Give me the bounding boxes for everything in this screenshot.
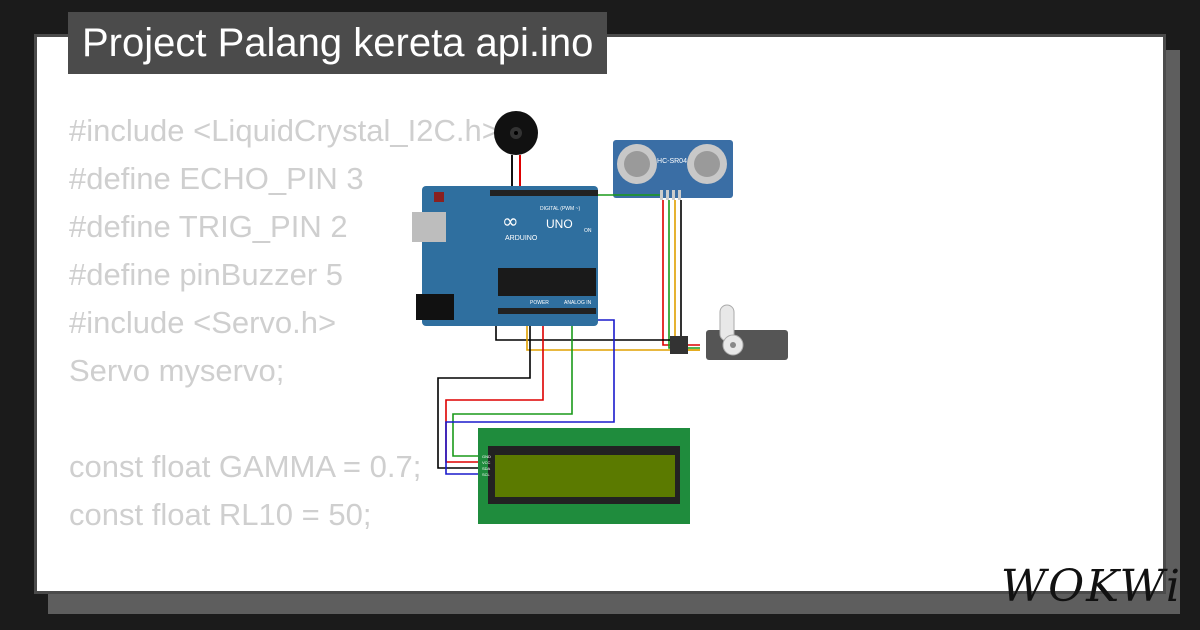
arduino-analog-label: ANALOG IN: [564, 300, 592, 306]
arduino-brand: ARDUINO: [505, 235, 538, 242]
arduino-on-label: ON: [584, 228, 592, 234]
code-line: #define ECHO_PIN 3: [69, 161, 364, 196]
buzzer[interactable]: [494, 111, 538, 188]
project-card[interactable]: #include <LiquidCrystal_I2C.h> #define EC…: [34, 34, 1166, 594]
wokwi-logo: WOKWi: [1000, 561, 1182, 612]
lcd-pin-label: VCC: [482, 460, 491, 465]
lcd-pin-label: SDA: [482, 466, 491, 471]
code-line: Servo myservo;: [69, 353, 285, 388]
lcd-pin-label: GND: [482, 454, 491, 459]
arduino-model: UNO: [546, 217, 573, 231]
code-line: #include <LiquidCrystal_I2C.h>: [69, 113, 500, 148]
sensor-label: HC-SR04: [657, 158, 687, 165]
code-line: #define pinBuzzer 5: [69, 257, 344, 292]
ultrasonic-sensor[interactable]: HC-SR04: [613, 140, 733, 200]
arduino-digital-label: DIGITAL (PWM ~): [540, 206, 580, 212]
arduino-power-label: POWER: [530, 300, 549, 306]
project-title: Project Palang kereta api.ino: [68, 12, 608, 74]
servo-motor[interactable]: [670, 304, 788, 360]
code-line: const float GAMMA = 0.7;: [69, 449, 422, 484]
code-line: #define TRIG_PIN 2: [69, 209, 348, 244]
code-line: #include <Servo.h>: [69, 305, 337, 340]
code-preview: #include <LiquidCrystal_I2C.h> #define EC…: [69, 107, 500, 591]
code-line: const float RL10 = 50;: [69, 497, 372, 532]
lcd-pin-label: SCL: [482, 472, 491, 477]
arduino-uno[interactable]: ∞ UNO ARDUINO DIGITAL (PWM ~) POWER ANAL…: [412, 186, 598, 326]
svg-text:∞: ∞: [502, 209, 519, 233]
